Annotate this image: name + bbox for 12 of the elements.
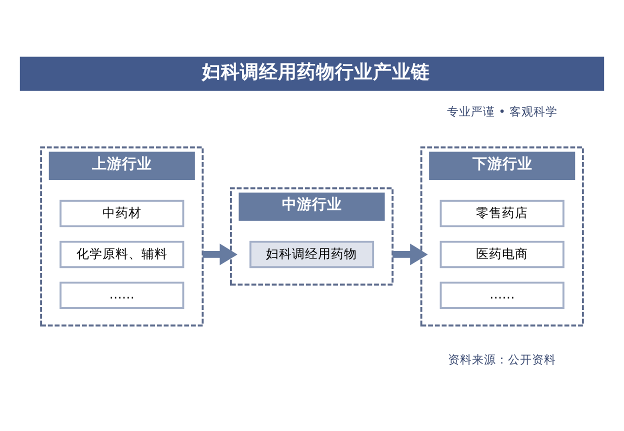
node-box: 中药材 — [60, 200, 184, 228]
label: 专业严谨 • 客观科学 — [446, 104, 558, 118]
node-box: 零售药店 — [440, 200, 564, 228]
node-box: …… — [60, 282, 184, 309]
node-box: 妇科调经用药物 — [249, 240, 374, 268]
node-box: …… — [440, 282, 564, 309]
arrow — [202, 244, 238, 266]
diagram-title: 妇科调经用药物行业产业链 — [202, 62, 430, 83]
arrow — [392, 244, 428, 266]
node-box: 医药电商 — [440, 240, 564, 268]
node-box: 化学原料、辅料 — [60, 240, 184, 268]
label: 资料来源：公开资料 — [448, 352, 556, 367]
